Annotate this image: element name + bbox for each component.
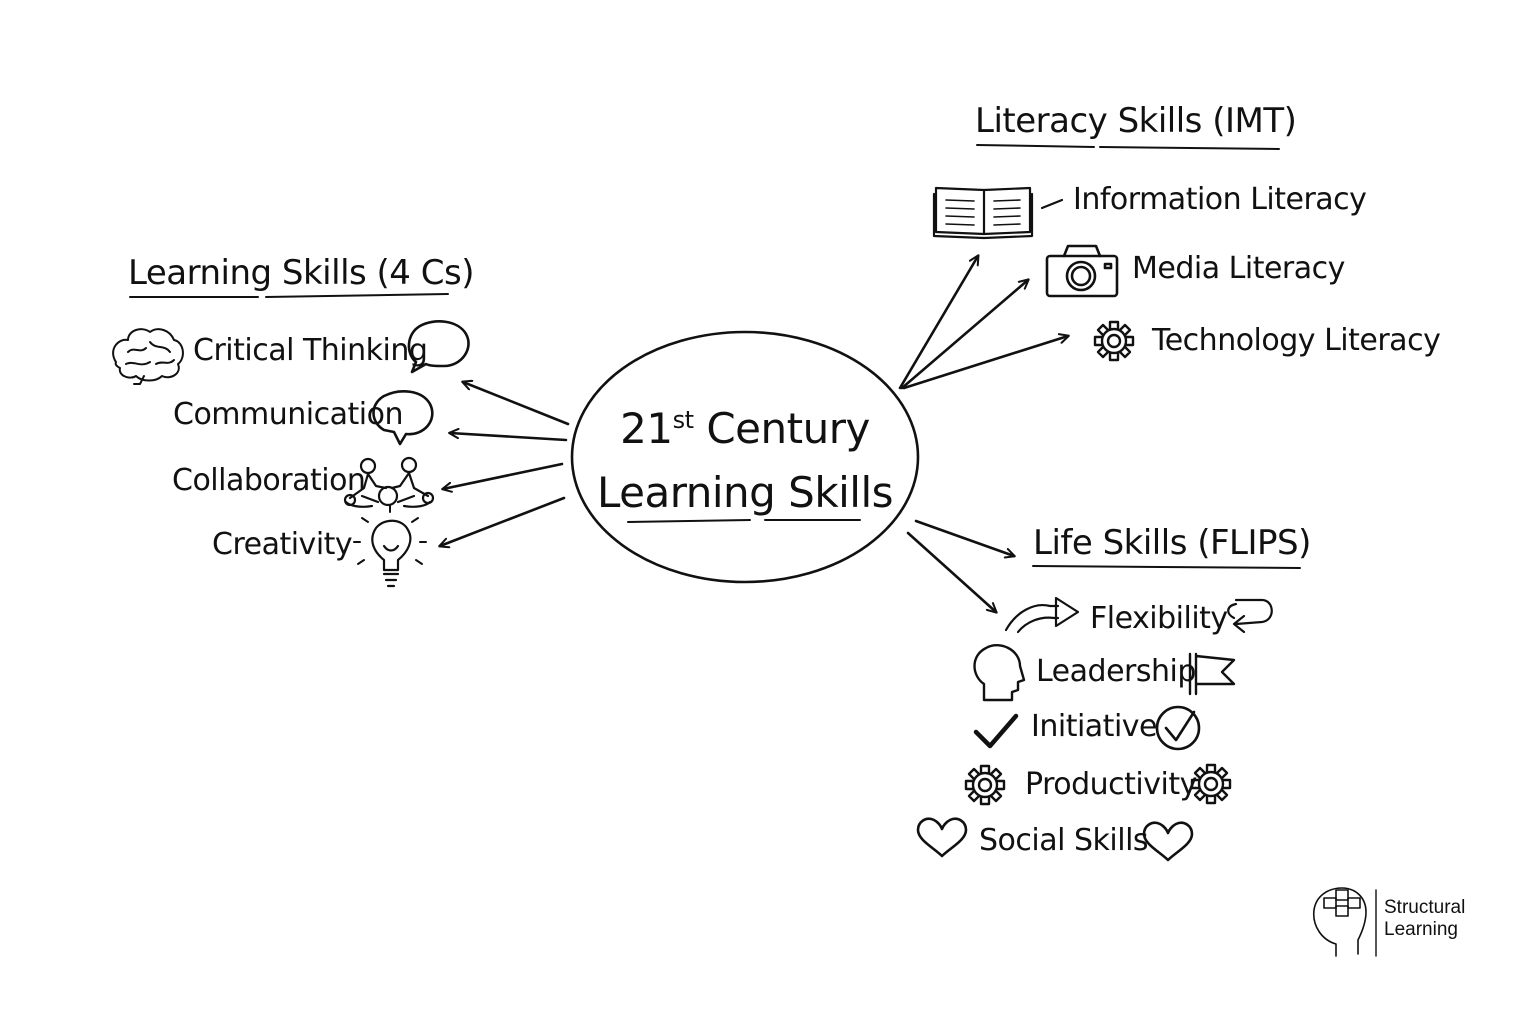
brain-icon (112, 328, 184, 385)
literacy-heading-underline (976, 144, 1280, 150)
lightbulb-icon (353, 505, 427, 588)
brand-name-line1: Structural (1384, 897, 1466, 918)
learning-heading-underline (129, 293, 449, 298)
brand-name-line2: Learning (1384, 919, 1458, 940)
literacy-skills-heading: Literacy Skills (IMT) (975, 101, 1297, 141)
arrow-life-heading (914, 519, 1014, 556)
arrow-critical-thinking (463, 382, 570, 426)
center-underline (627, 519, 861, 523)
initiative-label: Initiative (1031, 709, 1158, 744)
center-title: 21st Century (595, 408, 895, 450)
heart-icon-right (1142, 821, 1194, 862)
check-icon (973, 713, 1019, 749)
center-subtitle: Learning Skills (596, 468, 894, 517)
information-literacy-label: Information Literacy (1073, 182, 1367, 217)
life-heading-underline (1032, 565, 1301, 569)
technology-literacy-label: Technology Literacy (1152, 323, 1441, 358)
check-circle-icon (1155, 705, 1201, 751)
flag-icon (1188, 652, 1236, 696)
head-profile-icon (973, 643, 1026, 702)
arrow-creativity (440, 496, 566, 546)
life-skills-heading: Life Skills (FLIPS) (1033, 523, 1311, 563)
arrow-communication (450, 433, 568, 442)
loop-arrow-icon (1227, 598, 1273, 634)
center-title-rest: Century (693, 404, 870, 453)
leadership-label: Leadership (1036, 654, 1196, 689)
gear-icon-right (1190, 763, 1232, 805)
arrow-technology-literacy (902, 336, 1068, 390)
arrow-media-literacy (900, 280, 1028, 390)
communication-label: Communication (173, 397, 403, 432)
center-oval (570, 330, 920, 584)
book-icon (932, 186, 1064, 240)
collaboration-people-icon (343, 456, 435, 508)
arrow-information-literacy (898, 256, 978, 390)
camera-icon (1045, 244, 1119, 298)
gear-icon (1093, 320, 1135, 362)
flexibility-label: Flexibility (1090, 601, 1228, 636)
media-literacy-label: Media Literacy (1132, 251, 1345, 286)
social-skills-label: Social Skills (979, 823, 1149, 858)
creativity-label: Creativity (212, 527, 353, 562)
arrow-flexibility (906, 531, 996, 612)
center-title-prefix: 21 (620, 404, 673, 453)
productivity-label: Productivity (1025, 767, 1197, 802)
collaboration-label: Collaboration (172, 463, 366, 498)
curved-arrow-icon (1004, 596, 1080, 634)
speech-bubble-icon-2 (372, 390, 434, 446)
learning-skills-heading: Learning Skills (4 Cs) (128, 253, 474, 293)
center-title-sup: st (672, 406, 694, 434)
structural-learning-logo (1312, 887, 1377, 957)
arrow-collaboration (443, 462, 564, 489)
heart-icon-left (916, 817, 968, 858)
gear-icon-left (964, 764, 1006, 806)
critical-thinking-label: Critical Thinking (193, 333, 428, 368)
speech-bubble-icon (407, 320, 470, 374)
